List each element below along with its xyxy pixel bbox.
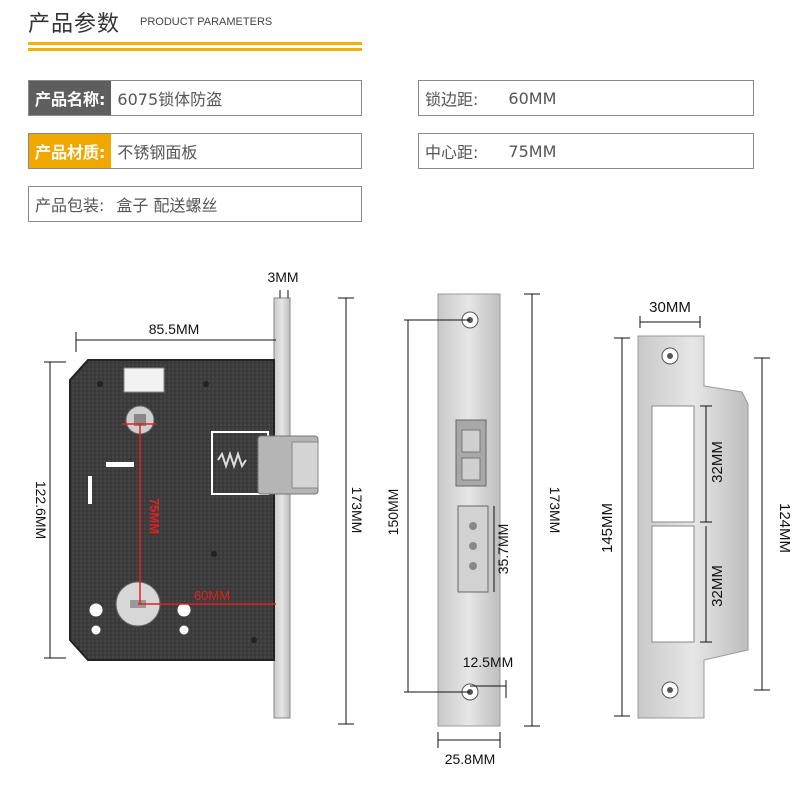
param-value-package: 盒子 配送螺丝 xyxy=(116,196,218,215)
strike-upper-dim-label: 32MM xyxy=(709,441,726,483)
param-value-material: 不锈钢面板 xyxy=(117,143,198,162)
faceplate-drawing: 150MM 173MM 35.7MM 12.5MM 25.8MM xyxy=(385,293,563,767)
param-label-center: 中心距: xyxy=(425,143,479,162)
strike-height-dim-label: 145MM xyxy=(599,503,616,553)
header-underline-2 xyxy=(28,48,362,51)
param-value-name: 6075锁体防盗 xyxy=(117,90,223,109)
body-height-dim-label: 122.6MM xyxy=(33,481,49,539)
param-row-backset: 锁边距: 60MM xyxy=(418,80,754,116)
screw-icon xyxy=(667,353,673,359)
param-row-material: 产品材质: 不锈钢面板 xyxy=(28,133,362,169)
param-value-center: 75MM xyxy=(508,141,557,161)
rivet-icon xyxy=(211,551,217,557)
window-dot xyxy=(469,542,477,550)
screw-hole xyxy=(88,602,104,618)
param-value-backset: 60MM xyxy=(508,88,557,108)
lock-faceplate xyxy=(273,297,291,719)
strike-width-dim-label: 30MM xyxy=(649,299,691,316)
case-slot xyxy=(88,476,92,504)
screw-icon xyxy=(667,687,673,693)
faceplate-width-dim-label: 25.8MM xyxy=(445,751,496,767)
rivet-icon xyxy=(203,381,209,387)
screw-hole xyxy=(178,624,190,636)
screw-hole xyxy=(90,624,102,636)
width-dim-label: 85.5MM xyxy=(149,321,200,337)
latch-detail xyxy=(461,429,481,453)
rivet-icon xyxy=(251,637,257,643)
lock-case xyxy=(69,359,275,661)
lock-body-drawing: 75MM 60MM 85.5MM 3MM 122.6MM 173MM xyxy=(33,269,365,725)
window-dot xyxy=(469,562,477,570)
strike-window-lower xyxy=(651,525,695,643)
page-subtitle: PRODUCT PARAMETERS xyxy=(140,16,273,28)
param-row-package: 产品包装: 盒子 配送螺丝 xyxy=(28,186,362,222)
center-dim-label: 75MM xyxy=(147,498,162,534)
hole-spacing-dim-label: 150MM xyxy=(385,489,401,536)
case-slot xyxy=(106,462,134,467)
screw-hole xyxy=(176,602,192,618)
strike-inner-dim-label: 124MM xyxy=(776,503,793,553)
param-row-name: 产品名称: 6075锁体防盗 xyxy=(28,80,362,116)
screw-offset-dim-label: 12.5MM xyxy=(463,654,514,670)
param-label-backset: 锁边距: xyxy=(425,90,479,109)
thickness-dim-label: 3MM xyxy=(267,269,298,285)
total-height-dim-label: 173MM xyxy=(349,487,365,534)
strike-plate-drawing: 30MM 145MM 124MM 32MM 32MM xyxy=(599,299,793,719)
lock-top-notch xyxy=(123,367,165,393)
param-label-material: 产品材质: xyxy=(29,134,112,168)
page-title: 产品参数 xyxy=(28,12,121,37)
latch-detail xyxy=(461,457,481,481)
strike-window-upper xyxy=(651,405,695,523)
window-dot xyxy=(469,522,477,530)
param-row-center: 中心距: 75MM xyxy=(418,133,754,169)
strike-lower-dim-label: 32MM xyxy=(709,565,726,607)
window-dim-label: 35.7MM xyxy=(495,524,511,575)
latch-head xyxy=(291,441,319,489)
spindle-square-icon xyxy=(134,414,146,426)
header-underline xyxy=(28,42,362,45)
param-label-package: 产品包装: xyxy=(35,196,105,215)
spring-icon xyxy=(217,450,247,470)
backset-dim-label: 60MM xyxy=(194,588,230,603)
rivet-icon xyxy=(97,381,103,387)
param-label-name: 产品名称: xyxy=(29,81,112,115)
mid-height-dim-label: 173MM xyxy=(547,487,563,534)
